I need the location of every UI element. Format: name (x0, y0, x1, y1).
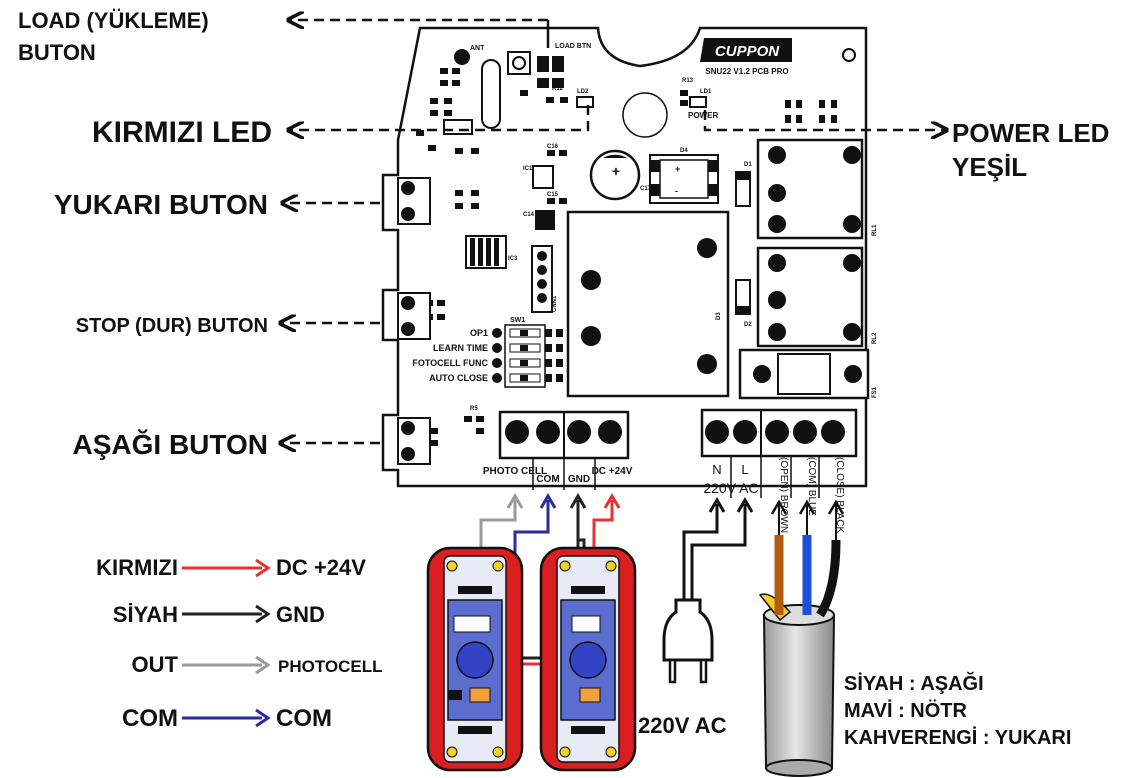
antenna-pad (454, 49, 470, 65)
stop-button[interactable] (397, 292, 431, 340)
mount-hole-center (622, 92, 668, 138)
mains-plug-icon (662, 598, 714, 684)
svg-text:LD1: LD1 (700, 89, 712, 95)
ic3-chip (465, 235, 507, 269)
svg-text:D2: D2 (744, 322, 752, 328)
legend-to-red: DC +24V (276, 555, 366, 580)
svg-text:R12: R12 (552, 86, 564, 92)
cable-legend-brown: KAHVERENGİ : YUKARI (844, 726, 1071, 749)
svg-text:IC1: IC1 (523, 166, 533, 172)
photocell-receiver (539, 546, 637, 772)
legend-from-black: SİYAH (113, 602, 178, 627)
svg-text:-: - (675, 186, 678, 196)
cable-legend-blue: MAVİ : NÖTR (844, 699, 968, 722)
sw1-label: SW1 (510, 317, 525, 324)
red-led-label: KIRMIZI LED (92, 116, 272, 149)
legend-to-blue: COM (276, 705, 332, 732)
terminal-l: L (741, 462, 748, 477)
svg-text:+: + (612, 163, 620, 179)
load-button-label: LOAD (YÜKLEME) (18, 8, 209, 33)
down-button-label: AŞAĞI BUTON (73, 429, 269, 460)
switch-learn-time: LEARN TIME (433, 343, 488, 353)
power-led-label: POWER LED (952, 118, 1109, 148)
svg-text:FS1: FS1 (872, 386, 878, 398)
up-button[interactable] (397, 177, 431, 225)
power-label: POWER (688, 111, 718, 120)
svg-text:CNN1: CNN1 (552, 295, 558, 312)
antenna-label: ANT (470, 45, 485, 52)
up-button-label: YUKARI BUTON (54, 189, 268, 220)
legend-from-blue: COM (122, 705, 178, 732)
svg-text:+: + (675, 164, 680, 174)
pcb-board: CUPPON SNU22 V1.2 PCB PRO LOAD BTN ANT (381, 26, 878, 533)
svg-text:C17: C17 (640, 186, 652, 192)
svg-text:D3: D3 (716, 312, 722, 320)
svg-text:C15: C15 (547, 192, 559, 198)
svg-text:RL2: RL2 (872, 332, 878, 344)
wire-arrowheads (506, 493, 621, 509)
load-button[interactable] (507, 51, 531, 75)
terminal-open-brown: (OPEN) BROWN (778, 457, 789, 533)
switch-auto-close: AUTO CLOSE (429, 373, 488, 383)
cable-legend-black: SİYAH : AŞAĞI (844, 671, 984, 695)
motor-cable (758, 499, 845, 777)
legend-from-gray: OUT (132, 652, 179, 677)
svg-text:C14: C14 (523, 212, 535, 218)
svg-text:LD2: LD2 (577, 89, 589, 95)
plug-voltage-label: 220V AC (638, 713, 727, 738)
wire-color-legend: KIRMIZI DC +24V SİYAH GND OUT PHOTOCELL … (96, 555, 382, 732)
terminal-close-black: (CLOSE) BLACK (834, 457, 845, 533)
switch-op1: OP1 (470, 328, 488, 338)
terminal-photocell-label: PHOTO CELL (483, 466, 547, 477)
svg-text:R5: R5 (470, 406, 478, 412)
svg-text:IC3: IC3 (508, 256, 518, 262)
terminal-com-blue: (COM) BLUE (806, 457, 817, 516)
mount-hole (842, 48, 856, 62)
legend-to-gray: PHOTOCELL (278, 657, 383, 676)
power-led-color-label: YEŞİL (952, 152, 1027, 182)
switch-fotocell-func: FOTOCELL FUNC (412, 358, 488, 368)
svg-text:RL1: RL1 (872, 224, 878, 236)
terminal-gnd-label: GND (568, 474, 590, 485)
capacitor (589, 149, 641, 201)
load-button-label-2: BUTON (18, 40, 96, 65)
terminal-block-mains (700, 408, 858, 498)
stop-button-label: STOP (DUR) BUTON (76, 315, 268, 337)
svg-text:R13: R13 (682, 78, 694, 84)
mains-voltage-label: 220V AC (703, 480, 758, 496)
terminal-n: N (712, 462, 721, 477)
power-led (689, 96, 707, 108)
brand-logo: CUPPON (700, 38, 792, 62)
load-btn-label: LOAD BTN (555, 43, 591, 50)
annotation-arrows (282, 20, 945, 443)
terminal-block-low-voltage (498, 410, 630, 490)
svg-text:CUPPON: CUPPON (715, 43, 780, 60)
plug-cord (682, 497, 754, 600)
down-button[interactable] (397, 417, 431, 465)
red-led (576, 96, 594, 108)
legend-to-black: GND (276, 602, 325, 627)
photocell-transmitter (426, 546, 524, 772)
svg-text:D4: D4 (680, 148, 688, 154)
svg-text:D1: D1 (744, 162, 752, 168)
legend-from-red: KIRMIZI (96, 555, 178, 580)
board-model: SNU22 V1.2 PCB PRO (705, 67, 788, 76)
terminal-com-label: COM (536, 474, 559, 485)
svg-text:C16: C16 (547, 144, 559, 150)
terminal-dc-label: DC +24V (592, 466, 633, 477)
